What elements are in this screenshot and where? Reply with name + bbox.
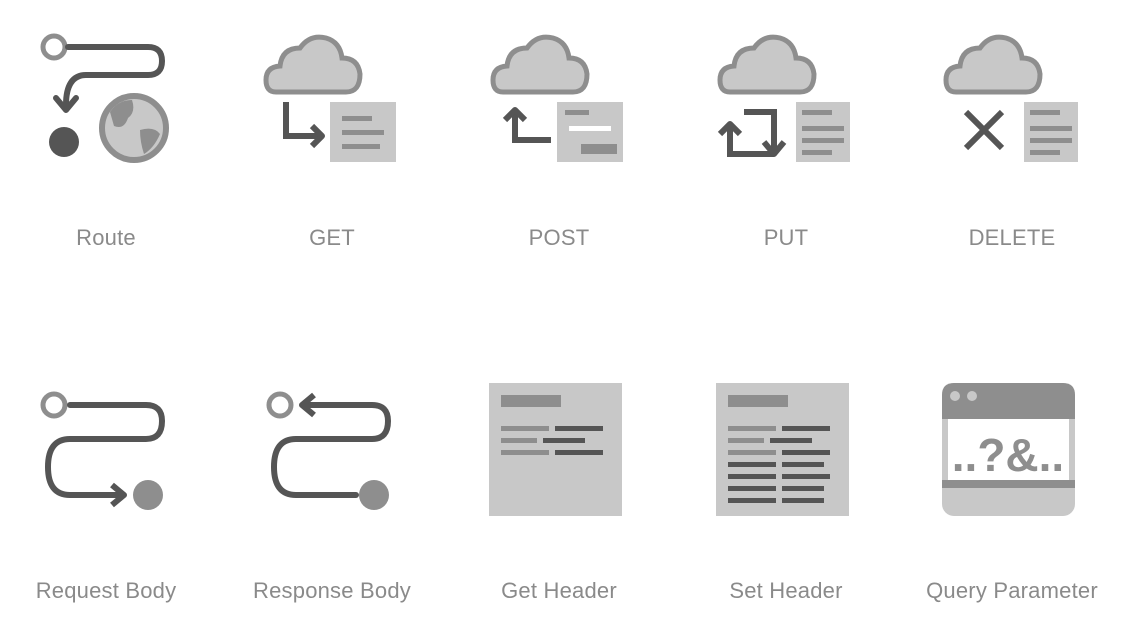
tile-get-header[interactable]: Get Header <box>459 383 659 613</box>
tile-put[interactable]: PUT <box>686 30 886 260</box>
route-icon <box>40 33 169 163</box>
tile-label: GET <box>309 225 355 250</box>
get-header-icon <box>489 383 622 516</box>
tile-label: Get Header <box>501 578 617 603</box>
response-body-icon <box>266 391 392 510</box>
tile-get[interactable]: GET <box>232 30 432 260</box>
request-body-icon <box>40 391 166 510</box>
tile-label: DELETE <box>968 225 1056 250</box>
tile-label: POST <box>528 225 590 250</box>
tile-response-body[interactable]: Response Body <box>232 383 432 613</box>
tile-request-body[interactable]: Request Body <box>6 383 206 613</box>
tile-set-header[interactable]: Set Header <box>686 383 886 613</box>
query-glyph-text: ..?&.. <box>952 429 1064 481</box>
query-parameter-icon: ..?&.. <box>942 383 1075 516</box>
tile-post[interactable]: POST <box>459 30 659 260</box>
tile-label: Query Parameter <box>926 578 1098 603</box>
cloud-post-icon <box>490 34 623 162</box>
tile-label: Request Body <box>35 578 177 603</box>
tile-label: Response Body <box>253 578 411 603</box>
cloud-delete-icon <box>943 34 1078 162</box>
set-header-icon <box>716 383 849 516</box>
tile-query-parameter[interactable]: ..?&.. Query Parameter <box>912 383 1112 613</box>
tile-delete[interactable]: DELETE <box>912 30 1112 260</box>
tile-label: PUT <box>763 225 809 250</box>
cloud-get-icon <box>263 34 396 162</box>
tile-route[interactable]: Route <box>6 30 206 260</box>
tile-label: Route <box>76 225 136 250</box>
cloud-put-icon <box>717 34 850 162</box>
tile-label: Set Header <box>729 578 843 603</box>
